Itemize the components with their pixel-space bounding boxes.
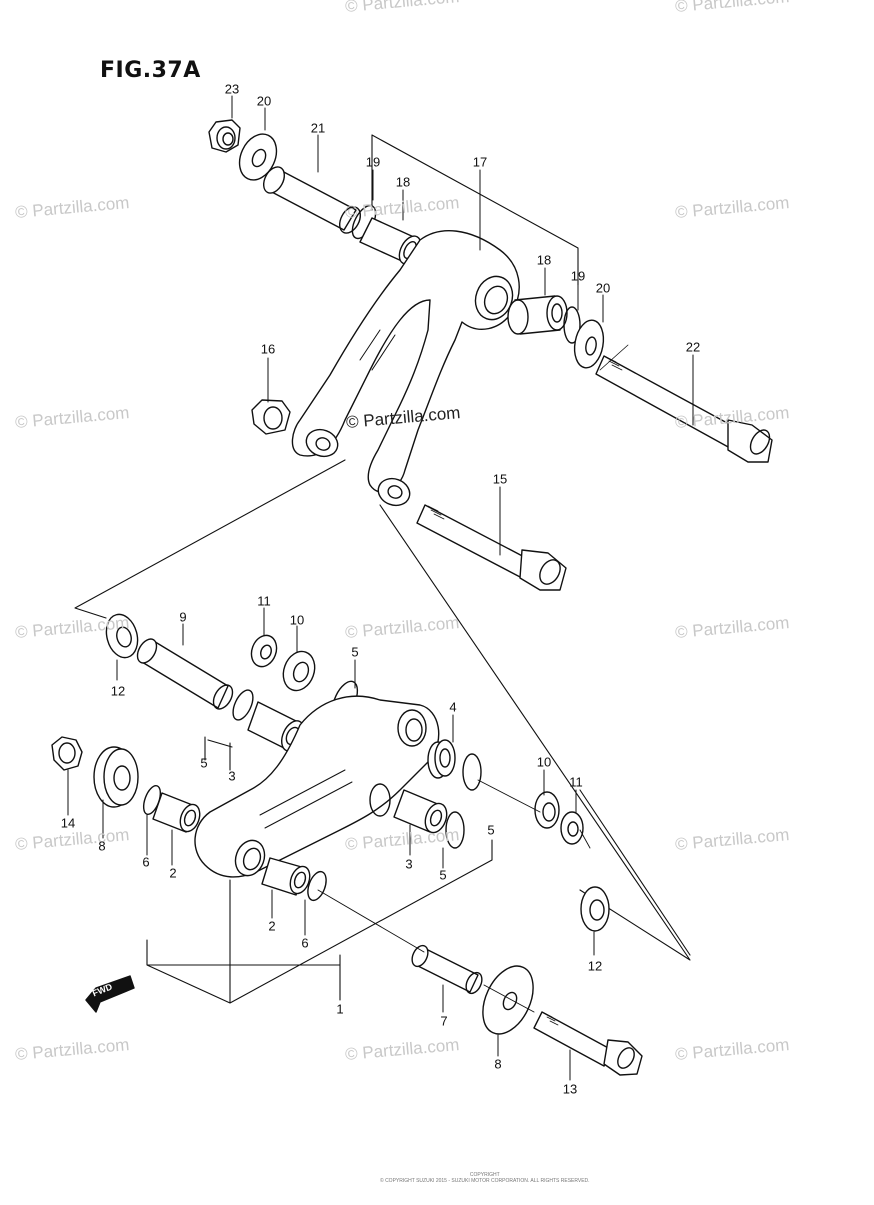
washer-20-left [238,133,278,181]
callout-7: 7 [440,1013,448,1029]
seal-10-right [534,791,560,829]
callout-5: 5 [200,755,208,771]
cushion-rod-1 [194,695,440,878]
bearing-2-left [152,792,201,833]
bearing-2-lower [261,857,311,896]
callout-15: 15 [492,471,508,487]
nut-14 [51,736,83,771]
callout-12: 12 [587,958,603,974]
washer-8-left [93,746,139,808]
callout-20: 20 [256,93,272,109]
callout-13: 13 [562,1081,578,1097]
callout-6: 6 [142,854,150,870]
axis-line-right [477,779,591,849]
callout-18: 18 [536,252,552,268]
spacer-21 [262,166,362,234]
callout-5: 5 [487,822,495,838]
callout-21: 21 [310,120,326,136]
spacer-9 [136,638,234,710]
seal-19-right [563,306,581,344]
callout-23: 23 [224,81,240,97]
washer-12-left [105,613,139,659]
bearing-4 [427,739,456,779]
circlip-5-right-upper [462,753,482,791]
spacer-7 [411,944,483,995]
callout-2: 2 [268,918,276,934]
callout-11: 11 [569,774,583,790]
bearing-18-right [507,295,568,335]
callout-2: 2 [169,865,177,881]
bolt-13 [533,1011,643,1076]
footer-line-1: COPYRIGHT [469,1172,500,1178]
callout-19: 19 [570,268,586,284]
callout-8: 8 [98,838,106,854]
callout-9: 9 [179,609,187,625]
callout-3: 3 [405,856,413,872]
guide-line-right [379,504,691,961]
cushion-lever-17 [291,230,520,507]
leader-lines [67,95,694,1081]
washer-12-right [580,886,610,932]
fwd-arrow-icon [85,975,135,1013]
axis-line-lower [317,889,535,1013]
callout-3: 3 [228,768,236,784]
callout-19: 19 [365,154,381,170]
callout-14: 14 [60,815,76,831]
guide-line-left [74,459,346,619]
washer-20-right [573,319,605,369]
nut-23 [208,119,241,153]
copyright-footer: COPYRIGHT © COPYRIGHT SUZUKI 2015 - SUZU… [380,1172,590,1184]
callout-20: 20 [595,280,611,296]
callout-10: 10 [536,754,552,770]
callout-18: 18 [395,174,411,190]
bracket-lower-left [204,736,233,771]
bracket-upper [371,134,579,286]
bolt-15 [416,504,567,591]
callout-6: 6 [301,935,309,951]
callout-5: 5 [351,644,359,660]
callout-22: 22 [685,339,701,355]
footer-line-2: © COPYRIGHT SUZUKI 2015 - SUZUKI MOTOR C… [380,1178,590,1184]
callout-8: 8 [494,1056,502,1072]
callout-5: 5 [439,867,447,883]
callout-10: 10 [289,612,305,628]
callout-4: 4 [449,699,457,715]
circlip-5-left [232,689,254,721]
bushing-11-upper [250,634,278,668]
figure-title: FIG.37A [100,58,201,83]
callout-17: 17 [472,154,488,170]
nut-16 [251,399,291,435]
washer-8-lower [482,965,534,1035]
guide-line-right2 [579,789,691,956]
callout-16: 16 [260,341,276,357]
callout-11: 11 [257,593,271,609]
callout-1: 1 [336,1001,344,1017]
callout-12: 12 [110,683,126,699]
bushing-11-right [560,811,584,845]
seal-10-upper [282,650,316,692]
circlip-5-right-lower [445,811,465,849]
bearing-3-right [393,789,448,834]
circlip-6-lower [307,870,327,902]
bracket-part-1 [146,839,493,1004]
bolt-22 [595,344,773,463]
